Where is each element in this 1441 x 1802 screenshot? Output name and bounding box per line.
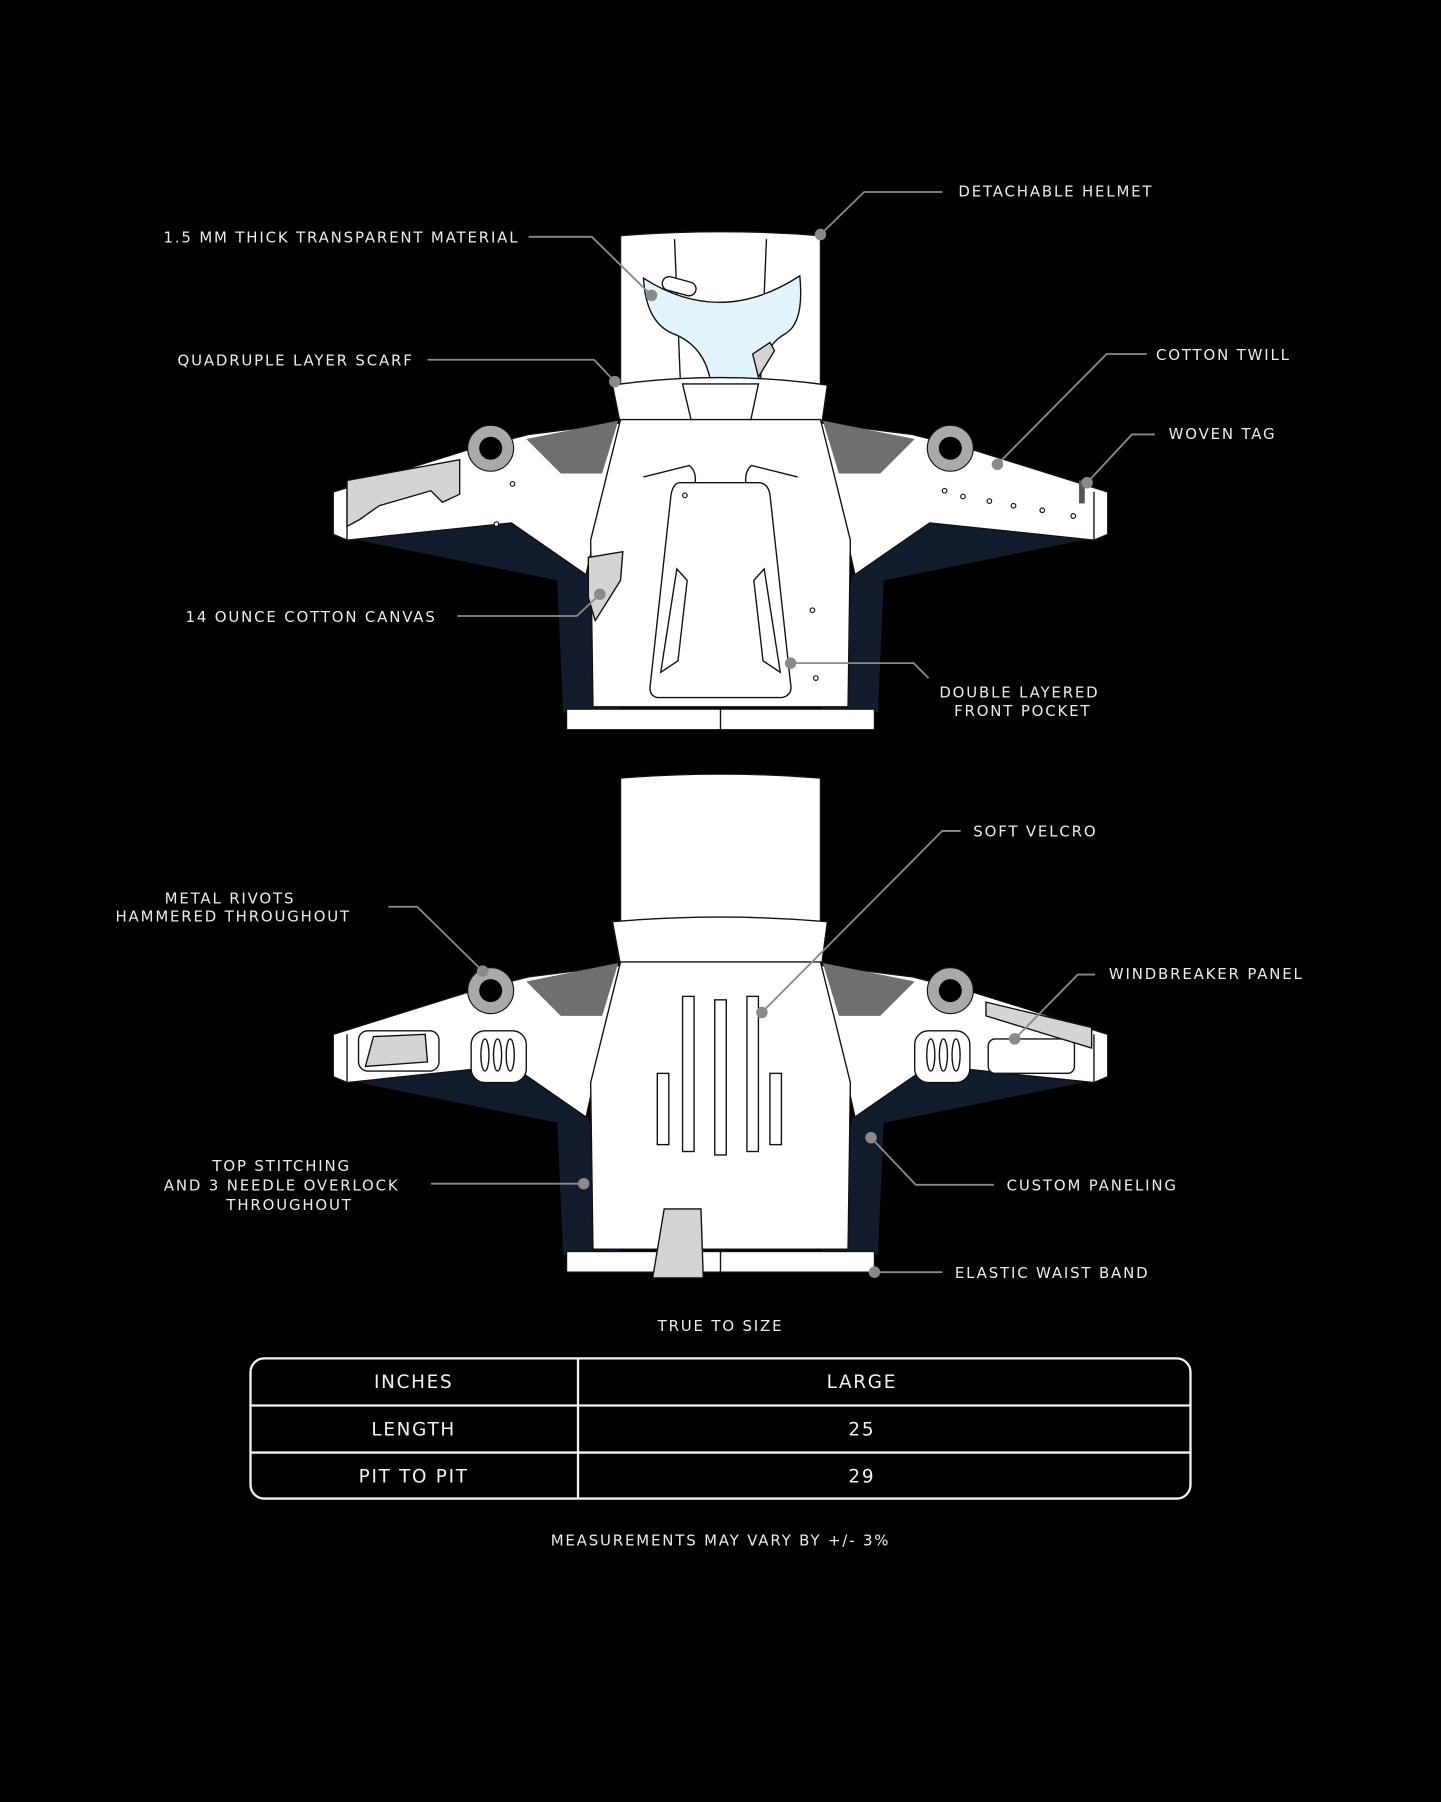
row-length-label: LENGTH	[371, 1419, 456, 1440]
row-pit-label: PIT TO PIT	[359, 1466, 469, 1487]
label-top-stitching: TOP STITCHING AND 3 NEEDLE OVERLOCK THRO…	[164, 1157, 406, 1214]
header-large: LARGE	[827, 1372, 897, 1393]
measurement-footnote: MEASUREMENTS MAY VARY BY +/- 3%	[551, 1532, 891, 1550]
size-chart-title: TRUE TO SIZE	[657, 1317, 784, 1335]
label-cotton-canvas: 14 OUNCE COTTON CANVAS	[186, 608, 437, 626]
back-jacket	[332, 773, 1109, 1279]
row-pit-value: 29	[848, 1466, 875, 1487]
size-chart: TRUE TO SIZE INCHES LARGE LENGTH 25 PIT …	[249, 1317, 1192, 1550]
label-windbreaker-panel: WINDBREAKER PANEL	[1109, 965, 1304, 983]
label-cotton-twill: COTTON TWILL	[1156, 346, 1291, 364]
label-metal-rivots: METAL RIVOTS HAMMERED THROUGHOUT	[116, 889, 352, 925]
label-detachable-helmet: DETACHABLE HELMET	[958, 183, 1153, 201]
front-jacket	[332, 230, 1109, 731]
label-custom-paneling: CUSTOM PANELING	[1007, 1177, 1178, 1195]
label-scarf: QUADRUPLE LAYER SCARF	[178, 352, 414, 370]
leader-lines	[388, 191, 1155, 1278]
label-elastic-waist-band: ELASTIC WAIST BAND	[955, 1264, 1150, 1282]
callout-labels: DETACHABLE HELMET 1.5 MM THICK TRANSPARE…	[116, 183, 1304, 1282]
row-length-value: 25	[848, 1419, 875, 1440]
label-transparent-material: 1.5 MM THICK TRANSPARENT MATERIAL	[164, 229, 520, 247]
label-front-pocket: DOUBLE LAYERED FRONT POCKET	[939, 684, 1106, 720]
header-inches: INCHES	[374, 1372, 453, 1393]
label-soft-velcro: SOFT VELCRO	[973, 823, 1097, 841]
label-woven-tag: WOVEN TAG	[1169, 425, 1277, 443]
